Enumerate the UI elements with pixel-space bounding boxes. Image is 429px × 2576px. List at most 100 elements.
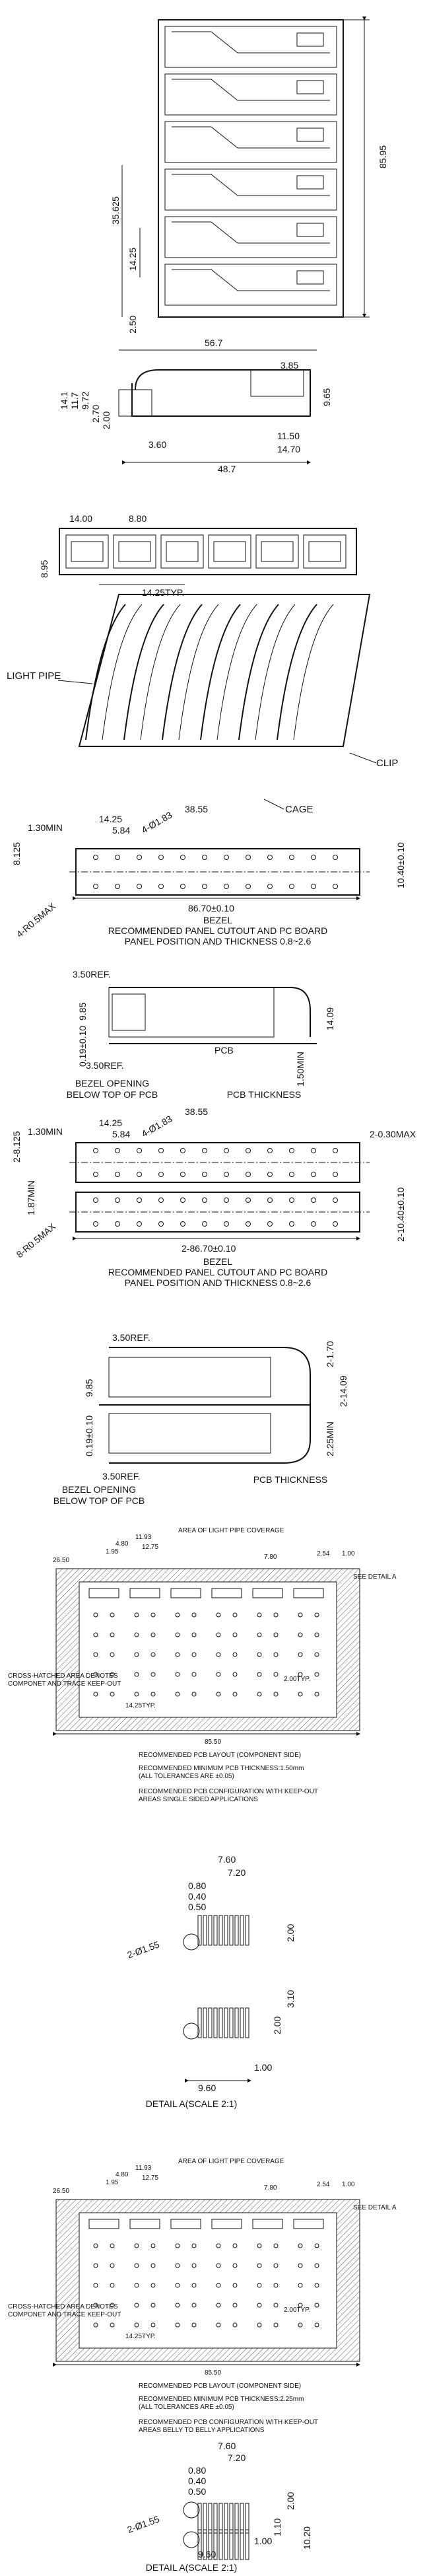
pcb1-press-fit-hole (314, 1632, 319, 1637)
top-dim-880: 8.80 (129, 513, 147, 524)
detail1-contact-finger (203, 2007, 207, 2038)
front-dim-pitch: 14.25 (127, 248, 138, 271)
detail2-dim-040: 0.40 (188, 2476, 206, 2486)
pcb2-connector-pads (252, 2219, 283, 2229)
bezel2-led-hole (180, 1148, 185, 1153)
bezel2-led-hole (115, 1221, 120, 1227)
detail1-contact-finger (197, 2007, 202, 2038)
bezel2-led-hole (246, 1198, 251, 1203)
bezel2-led-hole (137, 1148, 142, 1153)
bezel1-led-hole (202, 855, 207, 860)
pcb1-press-fit-hole (134, 1692, 139, 1697)
bezel2-dim-3855: 38.55 (185, 1106, 208, 1117)
detail1-contact-finger (224, 1915, 228, 1946)
pcb1-connector-pads (88, 1588, 119, 1598)
front-port-cell (164, 26, 337, 68)
bezel1-dim-radius: 4-R0.5MAX (15, 900, 58, 939)
front-port-contour (172, 221, 330, 244)
pcb1-connector-pads (211, 1588, 242, 1598)
bezel1-led-hole (289, 855, 294, 860)
pcb2-press-fit-hole (314, 2322, 319, 2328)
front-port-contour (172, 79, 330, 101)
bezel2-dim-130min: 1.30MIN (28, 1126, 63, 1137)
bezel1-led-hole (224, 855, 229, 860)
bezel2-led-hole (180, 1198, 185, 1203)
pcb1-label-see-detail: SEE DETAIL A (353, 1573, 397, 1581)
pcb2-dim-195: 1.95 (106, 2179, 119, 2186)
pcb2-press-fit-hole (110, 2283, 115, 2288)
pcb2-dim-pitch: 14.25TYP. (125, 2333, 156, 2340)
pcb2-press-fit-hole (273, 2243, 279, 2248)
pcb2-press-fit-hole (273, 2322, 279, 2328)
pcb1-press-fit-hole (216, 1612, 221, 1618)
pcb2-press-fit-hole (191, 2303, 197, 2308)
pcb2-press-fit-hole (191, 2322, 197, 2328)
pcb1-dim-780: 7.80 (264, 1554, 277, 1561)
bezel2-led-hole (311, 1172, 316, 1177)
bezel2-dim-holes: 4-Ø1.83 (140, 1113, 174, 1139)
bezel2-dim-width: 2-86.70±0.10 (182, 1243, 236, 1254)
top-port-outline (65, 534, 109, 569)
detail2-contact-finger (240, 2529, 244, 2560)
detail2-dim-200: 2.00 (285, 2492, 296, 2510)
section2-dim-225min: 2.25MIN (325, 1421, 335, 1456)
iso-label-cage: CAGE (285, 804, 314, 815)
pcb2-press-fit-hole (110, 2243, 115, 2248)
pcb2-press-fit-hole (298, 2283, 303, 2288)
top-port-outline (255, 534, 299, 569)
front-port-latch (296, 127, 324, 142)
detail2-contact-finger (224, 2529, 228, 2560)
bezel1-dim-width: 86.70±0.10 (188, 903, 234, 913)
pcb1-press-fit-hole (150, 1612, 156, 1618)
pcb1-press-fit-hole (175, 1612, 180, 1618)
bezel2-dim-030max: 2-0.30MAX (370, 1129, 416, 1139)
pcb2-connector-pads (129, 2219, 160, 2229)
bezel2-led-hole (311, 1198, 316, 1203)
detail1-contact-finger (229, 2007, 234, 2038)
side-dim-270: 2.70 (90, 405, 101, 423)
top-port-inner (261, 541, 294, 562)
bezel1-dim-1425: 14.25 (99, 814, 122, 824)
section2-dim-1409: 2-14.09 (338, 1375, 348, 1407)
pcb2-press-fit-hole (273, 2303, 279, 2308)
pcb2-press-fit-hole (110, 2322, 115, 2328)
bezel2-led-hole (137, 1221, 142, 1227)
detail2-contact-finger (245, 2529, 249, 2560)
pcb2-press-fit-hole (191, 2243, 197, 2248)
front-port-cell (164, 216, 337, 258)
bezel1-led-hole (137, 855, 142, 860)
bezel2-led-hole (93, 1172, 98, 1177)
pcb2-press-fit-hole (216, 2243, 221, 2248)
pcb2-press-fit-hole (134, 2283, 139, 2288)
front-port-latch (296, 223, 324, 237)
iso-light-pipe (162, 604, 203, 740)
top-port-outline (208, 534, 251, 569)
front-port-latch (296, 80, 324, 94)
pcb2-press-fit-hole (191, 2283, 197, 2288)
bezel1-led-hole (267, 884, 273, 889)
pcb2-press-fit-hole (175, 2303, 180, 2308)
pcb2-press-fit-hole (257, 2283, 262, 2288)
pcb1-press-fit-hole (93, 1652, 98, 1657)
detail2-contact-finger (197, 2503, 202, 2534)
pcb1-press-fit-hole (298, 1652, 303, 1657)
pcb2-press-fit-hole (110, 2303, 115, 2308)
detail2-dim-960: 9.60 (198, 2549, 216, 2559)
bezel1-caption-line2: PANEL POSITION AND THICKNESS 0.8~2.6 (125, 936, 312, 947)
top-port-inner (166, 541, 199, 562)
side-dim-965: 9.65 (321, 388, 332, 406)
pcb2-press-fit-hole (134, 2263, 139, 2268)
detail2-contact-finger (203, 2503, 207, 2534)
bezel2-led-hole (137, 1198, 142, 1203)
bezel1-led-hole (158, 884, 164, 889)
iso-label-clip: CLIP (376, 758, 398, 769)
detail1-dim-holes: 2-Ø1.55 (126, 1939, 161, 1960)
pcb1-press-fit-hole (93, 1612, 98, 1618)
detail1-dim-100: 1.00 (254, 2062, 272, 2073)
detail1-contact-finger (208, 1915, 213, 1946)
bezel2-dim-8125: 2-8.125 (11, 1131, 22, 1163)
bezel1-led-hole (137, 884, 142, 889)
detail1-dim-760: 7.60 (218, 1854, 236, 1865)
pcb1-dim-2650: 26.50 (53, 1557, 69, 1564)
